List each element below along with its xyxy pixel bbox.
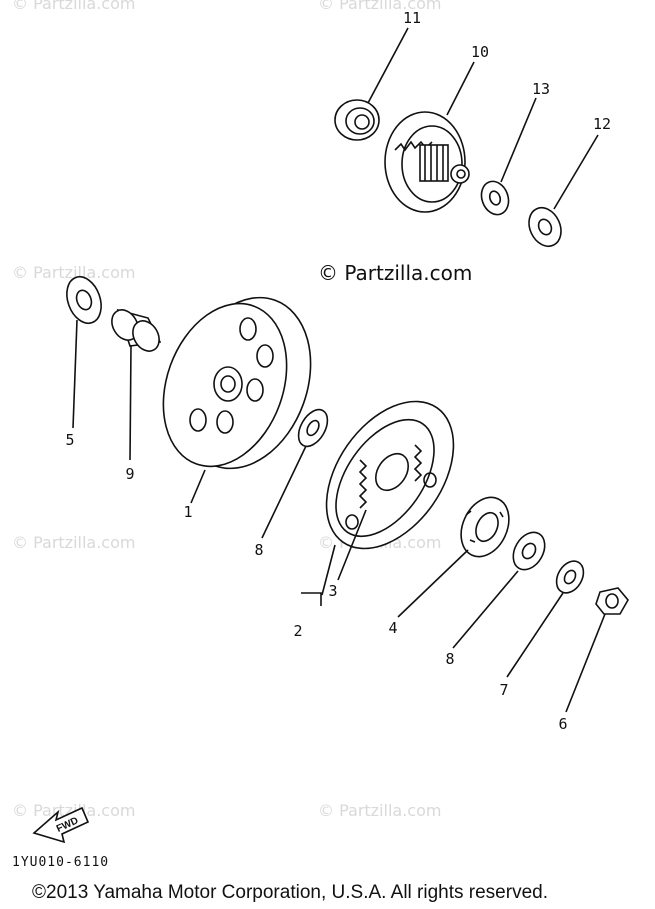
diagram-code: 1YU010-6110 bbox=[12, 855, 110, 870]
clutch-housing-part[interactable] bbox=[142, 279, 334, 487]
callout-12: 12 bbox=[592, 115, 612, 133]
washer-part[interactable] bbox=[507, 527, 551, 576]
callout-1: 1 bbox=[183, 503, 193, 521]
washer-part[interactable] bbox=[293, 405, 334, 452]
washer-part[interactable] bbox=[61, 272, 107, 328]
bearing-part[interactable] bbox=[334, 99, 380, 141]
primary-drive-gear-part[interactable] bbox=[384, 111, 470, 213]
watermark: © Partzilla.com bbox=[318, 801, 442, 820]
callout-2: 2 bbox=[293, 622, 303, 640]
watermark: © Partzilla.com bbox=[318, 0, 442, 13]
watermark: © Partzilla.com bbox=[12, 0, 136, 13]
callout-10: 10 bbox=[470, 43, 490, 61]
callout-4: 4 bbox=[388, 619, 398, 637]
one-way-clutch-part[interactable] bbox=[452, 490, 518, 565]
forward-arrow-icon: FWD bbox=[32, 806, 90, 844]
washer-part[interactable] bbox=[477, 178, 513, 219]
washer-part[interactable] bbox=[523, 203, 567, 252]
watermark: © Partzilla.com bbox=[12, 533, 136, 552]
callout-3: 3 bbox=[328, 582, 338, 600]
callout-8: 8 bbox=[254, 541, 264, 559]
nut-part[interactable] bbox=[595, 587, 629, 615]
copyright-text: ©2013 Yamaha Motor Corporation, U.S.A. A… bbox=[32, 882, 548, 903]
leader-lines bbox=[72, 27, 606, 713]
watermark: © Partzilla.com bbox=[12, 801, 136, 820]
main-watermark: © Partzilla.com bbox=[318, 261, 473, 285]
callout-13: 13 bbox=[531, 80, 551, 98]
callout-9: 9 bbox=[125, 465, 135, 483]
callout-7: 7 bbox=[499, 681, 509, 699]
callout-5: 5 bbox=[65, 431, 75, 449]
collar-part[interactable] bbox=[107, 305, 165, 356]
callout-6: 6 bbox=[558, 715, 568, 733]
watermark: © Partzilla.com bbox=[12, 263, 136, 282]
washer-part[interactable] bbox=[551, 556, 589, 597]
callout-8: 8 bbox=[445, 650, 455, 668]
callout-11: 11 bbox=[402, 9, 422, 27]
clutch-shoe-assembly-part[interactable] bbox=[300, 378, 479, 572]
